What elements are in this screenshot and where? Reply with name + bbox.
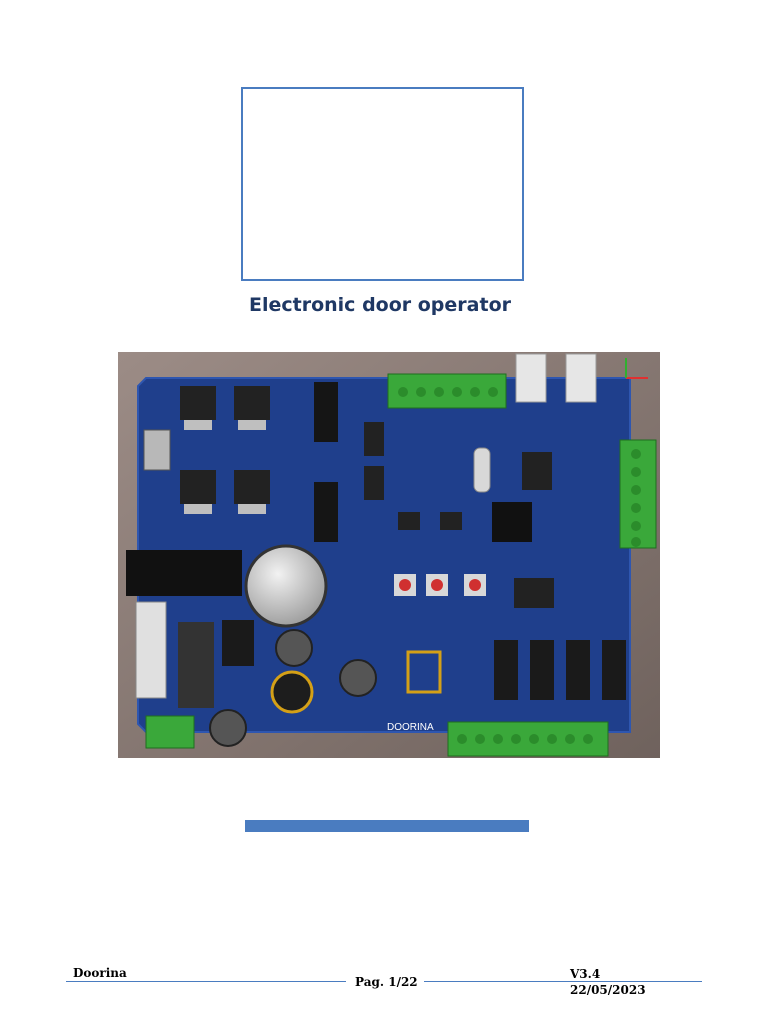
logo-placeholder-frame	[241, 87, 524, 281]
footer-date: 22/05/2023	[570, 983, 646, 997]
footer-rule-left	[66, 981, 346, 982]
footer-company: Doorina	[73, 966, 127, 980]
footer-version: V3.4	[570, 967, 601, 981]
footer-page-number: Pag. 1/22	[355, 975, 418, 989]
pcb-board-name: DOORINA	[387, 722, 434, 733]
decorative-bar	[245, 820, 529, 832]
pcb-render-image: DOORINA	[118, 352, 660, 758]
top-terminal-connector	[387, 373, 507, 409]
footer-rule-right	[424, 981, 702, 982]
footer-version-date: V3.4 22/05/2023	[570, 966, 646, 998]
document-title: Electronic door operator	[249, 294, 511, 316]
